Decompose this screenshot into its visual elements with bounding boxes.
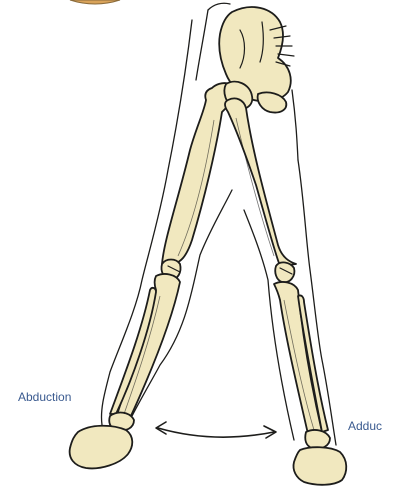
left-foot [70, 426, 133, 469]
right-patella [275, 262, 294, 282]
abduction-arrow [156, 422, 276, 438]
abduction-label: Abduction [18, 391, 71, 403]
right-foot [293, 447, 346, 485]
torso-left-contour [196, 10, 208, 80]
torso-top-contour [208, 3, 230, 10]
bones [70, 7, 347, 485]
adduction-label: Adduc [348, 420, 382, 432]
right-ankle [305, 430, 330, 449]
corner-fragment [70, 0, 120, 4]
right-femur [225, 98, 296, 266]
left-arrowhead [156, 422, 166, 434]
arrow-shaft [158, 428, 274, 437]
torso-right-contour [292, 90, 298, 160]
